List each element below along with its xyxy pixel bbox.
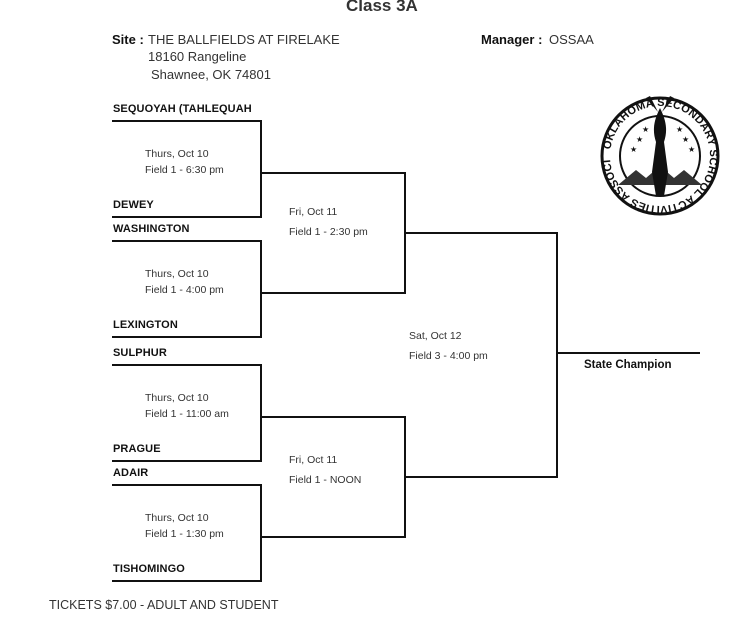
game-date: Thurs, Oct 10 [145,512,209,524]
bracket-line [112,216,262,218]
bracket-line [112,364,262,366]
game-info: Thurs, Oct 10 Field 1 - 1:30 pm [145,510,224,542]
game-date: Sat, Oct 12 [409,330,462,342]
game-field: Field 1 - 2:30 pm [289,226,368,238]
site-label: Site : [112,32,144,47]
team-name: SEQUOYAH (TAHLEQUAH [113,103,252,115]
game-info: Thurs, Oct 10 Field 1 - 11:00 am [145,390,229,422]
seal-text: OKLAHOMA SECONDARY SCHOOL ACTIVITIES ASS… [0,0,719,215]
game-info: Thurs, Oct 10 Field 1 - 6:30 pm [145,146,224,178]
bracket-line [260,536,406,538]
manager-name: OSSAA [549,32,594,47]
bracket-line [112,240,262,242]
bracket-line [112,484,262,486]
bracket-line [260,292,406,294]
svg-text:★: ★ [630,145,637,154]
game-field: Field 1 - 6:30 pm [145,164,224,176]
team-name: TISHOMINGO [113,563,185,575]
bracket-line [260,120,262,218]
game-date: Thurs, Oct 10 [145,268,209,280]
site-name: THE BALLFIELDS AT FIRELAKE [148,32,340,47]
team-name: LEXINGTON [113,319,178,331]
bracket-line [260,172,406,174]
team-name: PRAGUE [113,443,161,455]
bracket-line [556,232,558,478]
game-date: Fri, Oct 11 [289,206,338,218]
svg-text:★: ★ [676,125,683,134]
bracket-line [260,416,406,418]
team-name: SULPHUR [113,347,167,359]
ticket-info: TICKETS $7.00 - ADULT AND STUDENT [49,598,279,612]
game-field: Field 3 - 4:00 pm [409,350,488,362]
champion-line [556,352,700,354]
svg-text:★: ★ [688,145,695,154]
svg-text:OKLAHOMA SECONDARY SCHOOL ACTI: OKLAHOMA SECONDARY SCHOOL ACTIVITIES ASS… [0,0,719,215]
page-title: Class 3A [346,0,418,15]
game-date: Fri, Oct 11 [289,454,338,466]
bracket-line [112,336,262,338]
state-champion-label: State Champion [584,359,672,371]
game-date: Thurs, Oct 10 [145,392,209,404]
bracket-line [404,476,558,478]
site-address-city: Shawnee, OK 74801 [151,67,271,82]
bracket-line [112,580,262,582]
svg-text:★: ★ [636,135,643,144]
game-info: Fri, Oct 11 Field 1 - NOON [289,450,361,490]
svg-text:★: ★ [682,135,689,144]
bracket-line [404,232,558,234]
svg-text:★: ★ [642,125,649,134]
game-info: Fri, Oct 11 Field 1 - 2:30 pm [289,202,368,242]
team-name: ADAIR [113,467,149,479]
game-info: Sat, Oct 12 Field 3 - 4:00 pm [409,326,488,366]
bracket-line [260,484,262,582]
game-date: Thurs, Oct 10 [145,148,209,160]
bracket-line [112,460,262,462]
bracket-line [112,120,262,122]
game-info: Thurs, Oct 10 Field 1 - 4:00 pm [145,266,224,298]
manager-label: Manager : [481,32,543,47]
bracket-line [260,240,262,338]
site-address-street: 18160 Rangeline [148,49,247,64]
game-field: Field 1 - 11:00 am [145,408,229,420]
game-field: Field 1 - NOON [289,474,362,486]
game-field: Field 1 - 1:30 pm [145,528,224,540]
team-name: WASHINGTON [113,223,190,235]
game-field: Field 1 - 4:00 pm [145,284,224,296]
team-name: DEWEY [113,199,154,211]
bracket-line [260,364,262,462]
